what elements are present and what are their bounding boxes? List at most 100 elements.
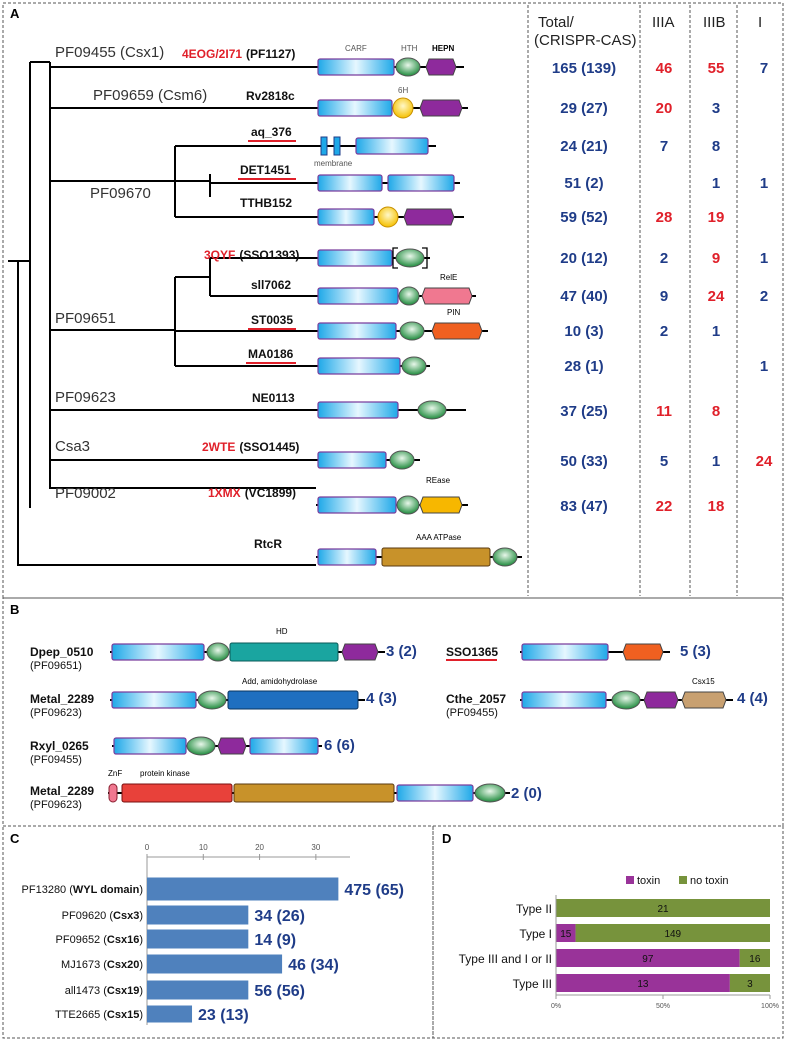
category-label: MJ1673 (Csx20) <box>61 959 143 971</box>
protein-name: sll7062 <box>251 278 291 292</box>
category-suffix: ) <box>139 910 143 922</box>
value-label: 14 (9) <box>254 932 296 949</box>
x-tick-label: 50% <box>656 1003 670 1010</box>
category-prefix: all1473 ( <box>65 985 108 997</box>
pdb-id: 3QYF <box>204 248 235 262</box>
carf-domain <box>317 357 401 375</box>
pin-domain <box>431 322 483 340</box>
value-label: 23 (13) <box>198 1007 249 1024</box>
6h-domain <box>377 206 399 228</box>
x-tick-label: 20 <box>255 843 264 852</box>
bar-no-toxin <box>556 899 770 917</box>
bar <box>147 929 249 949</box>
bar-toxin <box>556 974 730 992</box>
amidohydrolase-label: Add, amidohydrolase <box>242 677 318 686</box>
header-total-sub: (CRISPR-CAS) <box>534 32 637 49</box>
protein-name: DET1451 <box>240 163 291 177</box>
hepn-domain <box>419 99 463 117</box>
count-iiib: 9 <box>712 250 720 267</box>
hth-domain <box>474 783 506 803</box>
category-prefix: TTE2665 ( <box>55 1009 107 1021</box>
category-bold: WYL domain <box>73 884 140 896</box>
protein-names: 4EOG/2I71(PF1127) Rv2818c aq_376 DET1451… <box>182 47 299 551</box>
panel-d-label: D <box>442 831 451 846</box>
category-prefix: PF13280 ( <box>22 884 74 896</box>
hth-domain <box>197 690 227 710</box>
count-total: 51 (2) <box>564 175 603 192</box>
x-tick-label: 100% <box>761 1003 779 1010</box>
count-total: 47 (40) <box>560 288 608 305</box>
count-iiib: 19 <box>708 209 725 226</box>
table-headers: Total/ (CRISPR-CAS) IIIA IIIB I <box>534 14 762 49</box>
hth-domain <box>396 495 420 515</box>
hth-domain <box>206 642 230 662</box>
carf-domain <box>317 208 375 226</box>
count-iiia: 22 <box>656 498 673 515</box>
count-total: 59 (52) <box>560 209 608 226</box>
entry-name: Metal_2289 <box>30 692 94 706</box>
family-csa3: Csa3 <box>55 438 90 455</box>
count-iiib: 55 <box>708 60 725 77</box>
category-suffix: ) <box>139 934 143 946</box>
carf-domain <box>521 643 609 661</box>
family-pf09659: PF09659 (Csm6) <box>93 87 207 104</box>
panel-b-domain-labels: HD Add, amidohydrolase protein kinase Zn… <box>108 627 715 778</box>
panel-b-label: B <box>10 602 19 617</box>
category-label: PF09652 (Csx16) <box>56 934 143 946</box>
protein-id: (SSO1445) <box>239 440 299 454</box>
carf-domain <box>111 691 197 709</box>
panel-b-names: Dpep_0510 (PF09651) Metal_2289 (PF09623)… <box>30 645 506 811</box>
count-iiia: 2 <box>660 250 668 267</box>
rele-domain <box>421 287 473 305</box>
category-bold: Csx3 <box>113 910 139 922</box>
category-label: TTE2665 (Csx15) <box>55 1009 143 1021</box>
bar-no-toxin <box>739 949 770 967</box>
protein-name: MA0186 <box>248 347 294 361</box>
bar-toxin <box>556 949 740 967</box>
header-total: Total/ <box>538 14 575 31</box>
x-tick-label: 30 <box>311 843 320 852</box>
count-total: 10 (3) <box>564 323 603 340</box>
count-total: 50 (33) <box>560 453 608 470</box>
entry-count: 6 (6) <box>324 737 355 754</box>
value-label: 56 (56) <box>254 983 305 1000</box>
bar <box>147 877 339 901</box>
category-suffix: ) <box>139 884 143 896</box>
category-suffix: ) <box>139 1009 143 1021</box>
aaa-label: AAA ATPase <box>416 533 462 542</box>
count-iiia: 7 <box>660 138 668 155</box>
pdb-id: 1XMX <box>208 486 241 500</box>
entry-count: 5 (3) <box>680 643 711 660</box>
legend-swatch-no-toxin <box>679 876 687 884</box>
value-label-toxin: 15 <box>560 929 572 940</box>
hth-label: HTH <box>401 44 418 53</box>
value-label-toxin: 97 <box>642 954 654 965</box>
count-iiia: 46 <box>656 60 673 77</box>
category-prefix: PF09620 ( <box>62 910 114 922</box>
carf-domain <box>317 249 393 267</box>
hd-domain <box>229 642 339 662</box>
aaa-atpase-domain <box>381 547 491 567</box>
entry-name: SSO1365 <box>446 645 498 659</box>
count-i: 1 <box>760 358 768 375</box>
legend-toxin: toxin <box>637 875 660 887</box>
category-bold: Csx20 <box>107 959 139 971</box>
value-label: 34 (26) <box>254 908 305 925</box>
hepn-domain <box>643 691 679 709</box>
count-iiia: 5 <box>660 453 668 470</box>
znf-domain <box>108 783 118 803</box>
hth-domain <box>399 321 425 341</box>
entry-name: Metal_2289 <box>30 784 94 798</box>
carf-domain <box>521 691 607 709</box>
category-label: PF13280 (WYL domain) <box>22 884 143 896</box>
protein-name: 4EOG/2I71(PF1127) <box>182 47 295 61</box>
bar <box>147 1005 193 1023</box>
protein-name: NE0113 <box>252 391 295 405</box>
category-prefix: PF09652 ( <box>56 934 108 946</box>
count-iiib: 3 <box>712 100 720 117</box>
pdb-id: 2WTE <box>202 440 235 454</box>
hth-domain <box>395 57 421 77</box>
family-labels: PF09455 (Csx1) PF09659 (Csm6) PF09670 PF… <box>55 44 207 502</box>
hepn-domain <box>217 737 247 755</box>
